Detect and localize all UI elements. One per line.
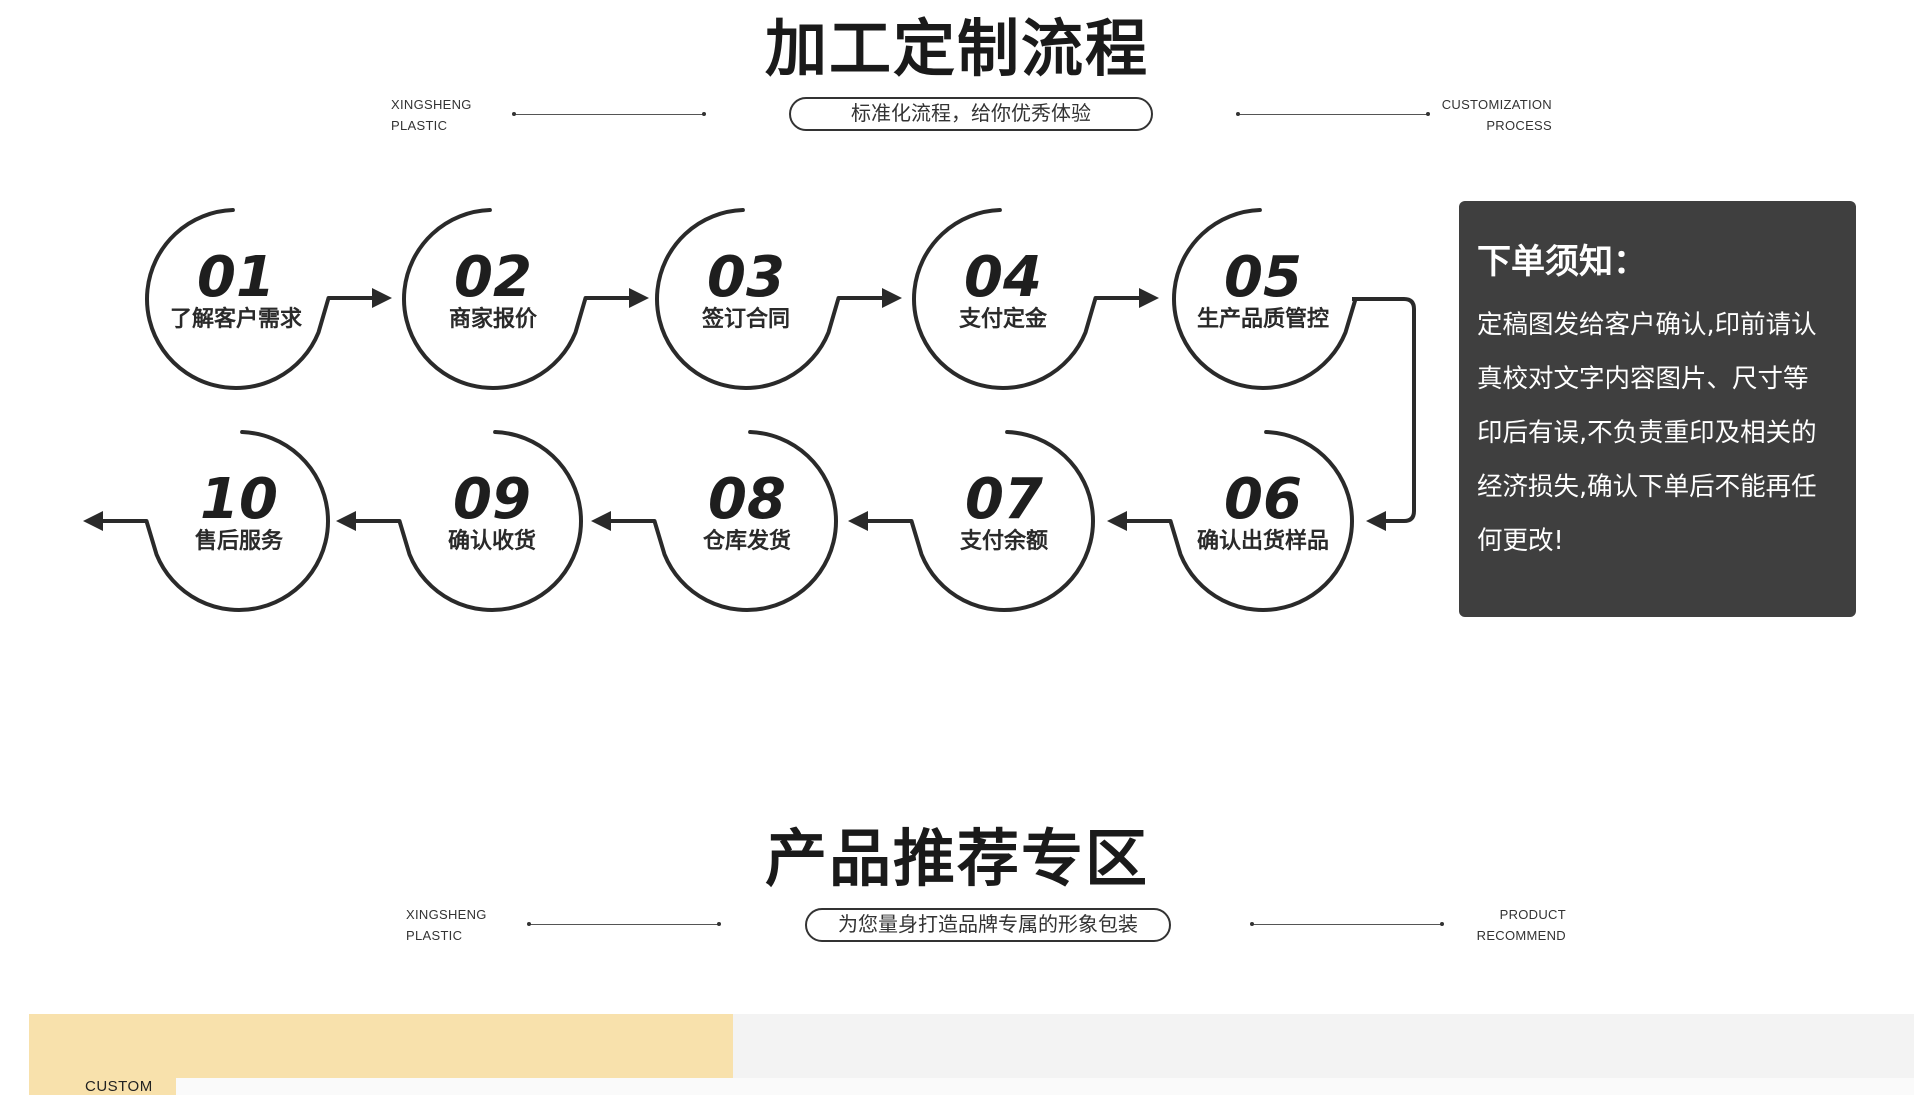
step-ring-10 [83, 430, 330, 612]
process-tag-left: XINGSHENG PLASTIC [391, 94, 472, 136]
banner-image-strip [176, 1078, 1914, 1095]
process-tag-right-line1: CUSTOMIZATION [1441, 97, 1552, 112]
recommend-rule-left [527, 922, 721, 926]
step-label-08: 仓库发货 [702, 528, 791, 554]
recommend-tag-right: PRODUCT RECOMMEND [1426, 904, 1566, 946]
process-rule-right [1236, 112, 1430, 116]
step-ring-03 [655, 208, 902, 390]
step-number-06: 06 [1224, 467, 1302, 532]
recommend-subtitle-pill: 为您量身打造品牌专属的形象包装 [805, 908, 1171, 942]
step-label-06: 确认出货样品 [1197, 528, 1329, 554]
step-label-01: 了解客户需求 [170, 306, 302, 332]
step-number-03: 03 [707, 245, 785, 310]
order-notice-title: 下单须知： [1477, 242, 1647, 282]
step-number-10: 10 [200, 467, 278, 532]
order-notice-line: 真校对文字内容图片、尺寸等 [1477, 364, 1809, 394]
step-ring-07 [848, 430, 1095, 612]
step-number-04: 04 [964, 245, 1042, 310]
step-ring-04 [912, 208, 1159, 390]
process-title: 加工定制流程 [764, 12, 1149, 85]
step-number-07: 07 [965, 467, 1043, 532]
recommend-tag-right-line1: PRODUCT [1499, 907, 1566, 922]
order-notice-line: 何更改! [1477, 526, 1564, 556]
recommend-title: 产品推荐专区 [764, 822, 1149, 895]
step-number-08: 08 [708, 467, 786, 532]
order-notice-line: 印后有误,不负责重印及相关的 [1477, 418, 1817, 448]
process-tag-right: CUSTOMIZATION PROCESS [1412, 94, 1552, 136]
recommend-rule-right [1250, 922, 1444, 926]
step-label-03: 签订合同 [701, 306, 790, 332]
step-label-04: 支付定金 [959, 306, 1048, 332]
step-label-09: 确认收货 [448, 528, 536, 554]
recommend-tag-left: XINGSHENG PLASTIC [406, 904, 487, 946]
order-notice-line: 定稿图发给客户确认,印前请认 [1477, 310, 1817, 340]
order-notice-box: 下单须知： 定稿图发给客户确认,印前请认 真校对文字内容图片、尺寸等 印后有误,… [1459, 201, 1856, 617]
step-ring-09 [336, 430, 583, 612]
step-label-07: 支付余额 [960, 528, 1048, 554]
flow-shapes [83, 208, 1358, 612]
step-number-02: 02 [454, 245, 532, 310]
recommend-tag-left-line2: PLASTIC [406, 928, 463, 943]
step-label-05: 生产品质管控 [1197, 306, 1329, 332]
process-rule-left [512, 112, 706, 116]
process-tag-right-line2: PROCESS [1486, 118, 1552, 133]
step-number-09: 09 [453, 467, 531, 532]
process-tag-left-line2: PLASTIC [391, 118, 448, 133]
step-number-05: 05 [1224, 245, 1302, 310]
step-ring-02 [402, 208, 649, 390]
step-ring-05 [1172, 208, 1358, 390]
recommend-subtitle: 为您量身打造品牌专属的形象包装 [838, 912, 1138, 936]
step-ring-01 [145, 208, 392, 390]
step-label-02: 商家报价 [449, 306, 538, 332]
order-notice-line: 经济损失,确认下单后不能再任 [1477, 472, 1817, 502]
step-ring-06 [1107, 430, 1354, 612]
process-tag-left-line1: XINGSHENG [391, 97, 472, 112]
recommend-tag-left-line1: XINGSHENG [406, 907, 487, 922]
step-label-10: 售后服务 [195, 528, 284, 554]
process-subtitle: 标准化流程，给你优秀体验 [851, 101, 1091, 125]
step-ring-08 [591, 430, 838, 612]
recommend-tag-right-line2: RECOMMEND [1476, 928, 1566, 943]
connector-05-06 [1352, 297, 1416, 531]
process-subtitle-pill: 标准化流程，给你优秀体验 [789, 97, 1153, 131]
banner-custom-label: CUSTOM [85, 1078, 153, 1095]
step-number-01: 01 [197, 245, 275, 310]
